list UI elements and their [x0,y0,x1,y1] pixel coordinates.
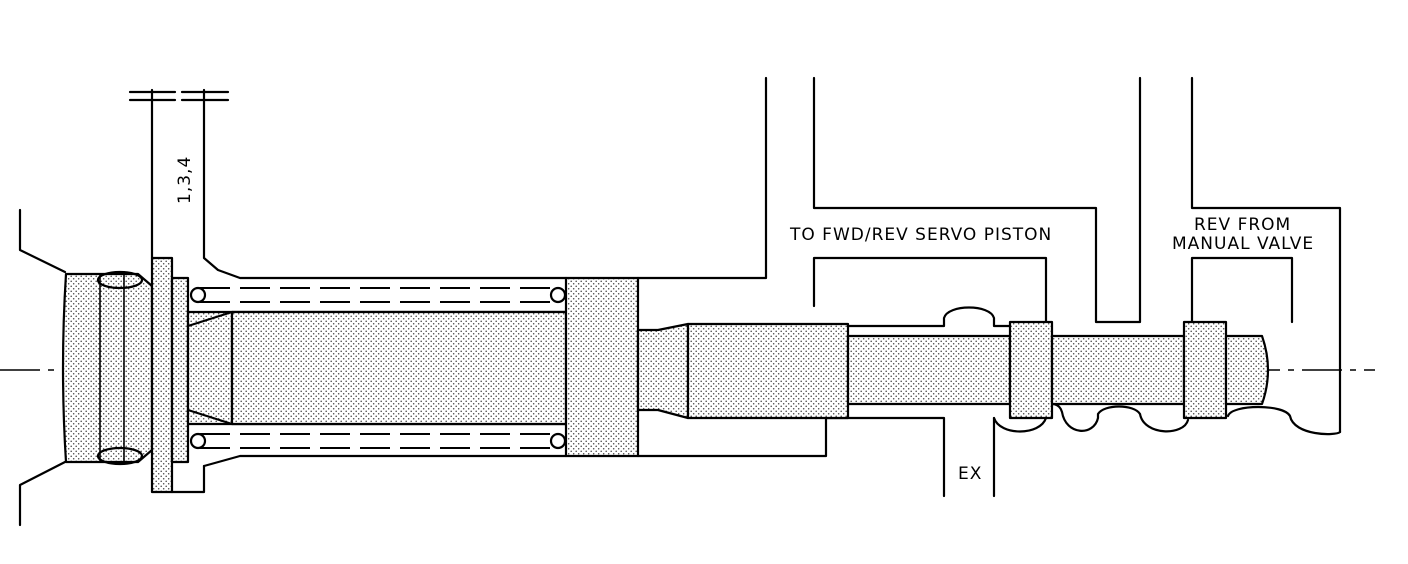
manual-valve-label: MANUAL VALVE [1172,234,1314,254]
exhaust-label: EX [958,464,982,484]
spring [189,286,567,450]
labels: 1,3,4 TO FWD/REV SERVO PISTON REV FROM M… [175,156,1314,484]
end-plug [61,270,154,466]
valve-body-housing [18,76,1342,527]
valve-spool [186,276,1270,458]
passage-134-label: 1,3,4 [175,156,195,204]
rev-from-label: REV FROM [1194,215,1291,235]
retainer-clip [150,256,190,494]
servo-passage-label: TO FWD/REV SERVO PISTON [789,225,1052,245]
